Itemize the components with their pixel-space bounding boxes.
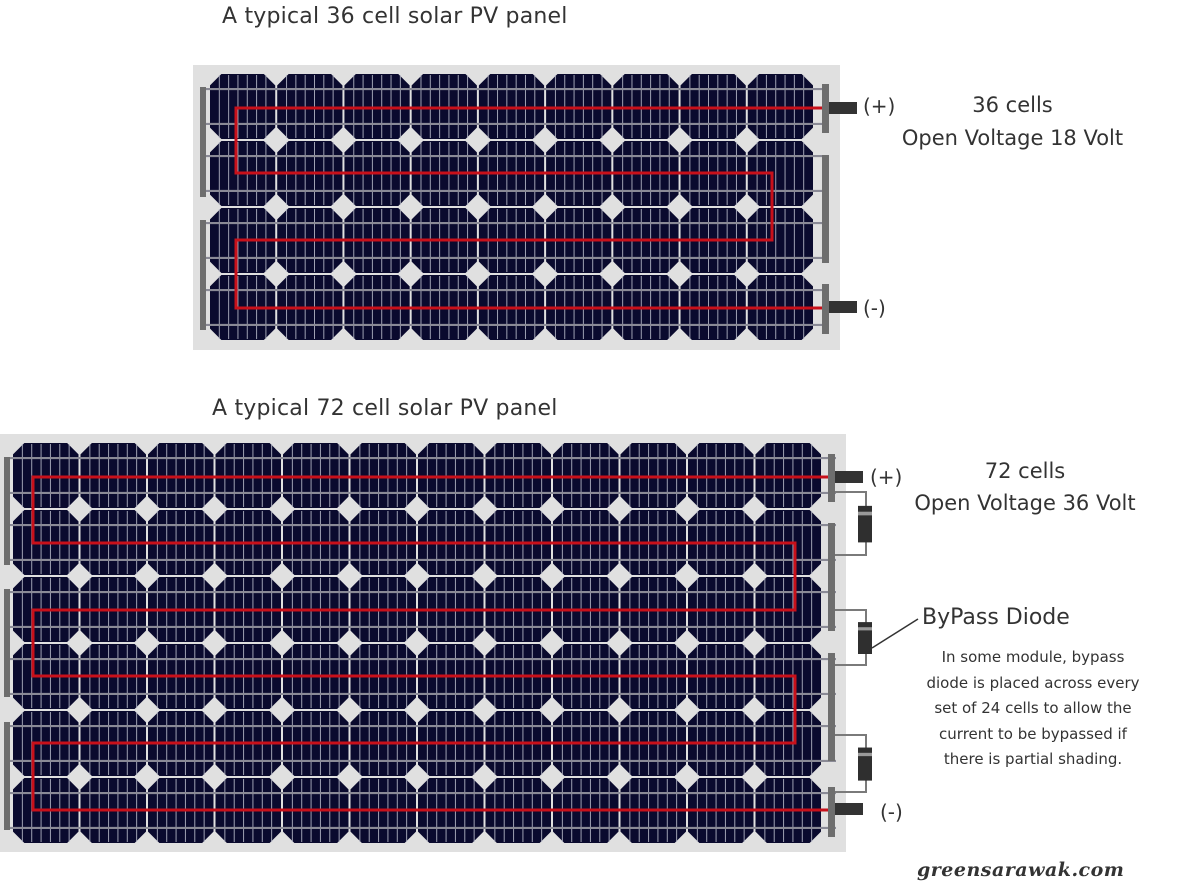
bypass-diode-icon xyxy=(858,747,872,781)
series-wire xyxy=(31,475,828,812)
panel-36-positive-bar xyxy=(822,84,829,133)
panel-72-negative-label: (-) xyxy=(880,800,903,824)
bypass-diode-icon xyxy=(858,505,872,543)
panel-36-positive-label: (+) xyxy=(863,94,896,118)
panel-72-positive-terminal-icon xyxy=(835,471,863,483)
panel-72-positive-label: (+) xyxy=(870,465,903,489)
panel-36-positive-terminal-icon xyxy=(829,102,857,114)
solar-cell xyxy=(747,208,813,273)
panel-36-middle-bar xyxy=(822,155,829,263)
panel-36-cells-label: 36 cells xyxy=(972,93,1053,117)
panel-36-negative-bar xyxy=(822,284,829,334)
bypass-line: current to be bypassed if xyxy=(939,724,1127,743)
panel-72-middle-bar xyxy=(828,653,835,761)
panel-72-positive-bar xyxy=(828,454,835,502)
solar-cell xyxy=(747,141,813,206)
bypass-line: In some module, bypass xyxy=(941,648,1125,666)
panel-72-negative-bar xyxy=(828,787,835,837)
panel-36-negative-terminal-icon xyxy=(829,301,857,313)
panel-72-cells-label: 72 cells xyxy=(984,459,1066,483)
watermark: greensarawak.com xyxy=(917,859,1125,881)
bypass-diode-icon xyxy=(858,622,872,654)
panel-72-voltage-label: Open Voltage 36 Volt xyxy=(914,491,1136,515)
panel-36-cell xyxy=(193,65,857,350)
panel-72-cell xyxy=(0,434,919,852)
panel-72-title: A typical 72 cell solar PV panel xyxy=(212,396,558,421)
panel-72-left-bar xyxy=(4,457,10,565)
bypass-pointer-line xyxy=(871,618,919,649)
panel-36-left-bar xyxy=(200,87,206,197)
panel-72-middle-bar xyxy=(828,523,835,631)
panel-72-left-bar xyxy=(4,722,10,830)
bypass-diode-description: In some module, bypass diode is placed a… xyxy=(898,645,1168,773)
bypass-diode-title: ByPass Diode xyxy=(922,605,1070,630)
panel-36-voltage-label: Open Voltage 18 Volt xyxy=(901,126,1124,150)
panel-36-negative-label: (-) xyxy=(863,296,886,320)
panel-72-negative-terminal-icon xyxy=(835,803,863,815)
panel-72-left-bar xyxy=(4,589,10,697)
bypass-line: set of 24 cells to allow the xyxy=(934,699,1132,717)
series-wire xyxy=(234,106,822,310)
panel-36-title: A typical 36 cell solar PV panel xyxy=(222,4,568,29)
bypass-line: there is partial shading. xyxy=(943,750,1123,768)
bypass-line: diode is placed across every xyxy=(926,673,1140,692)
panel-36-left-bar xyxy=(200,220,206,330)
